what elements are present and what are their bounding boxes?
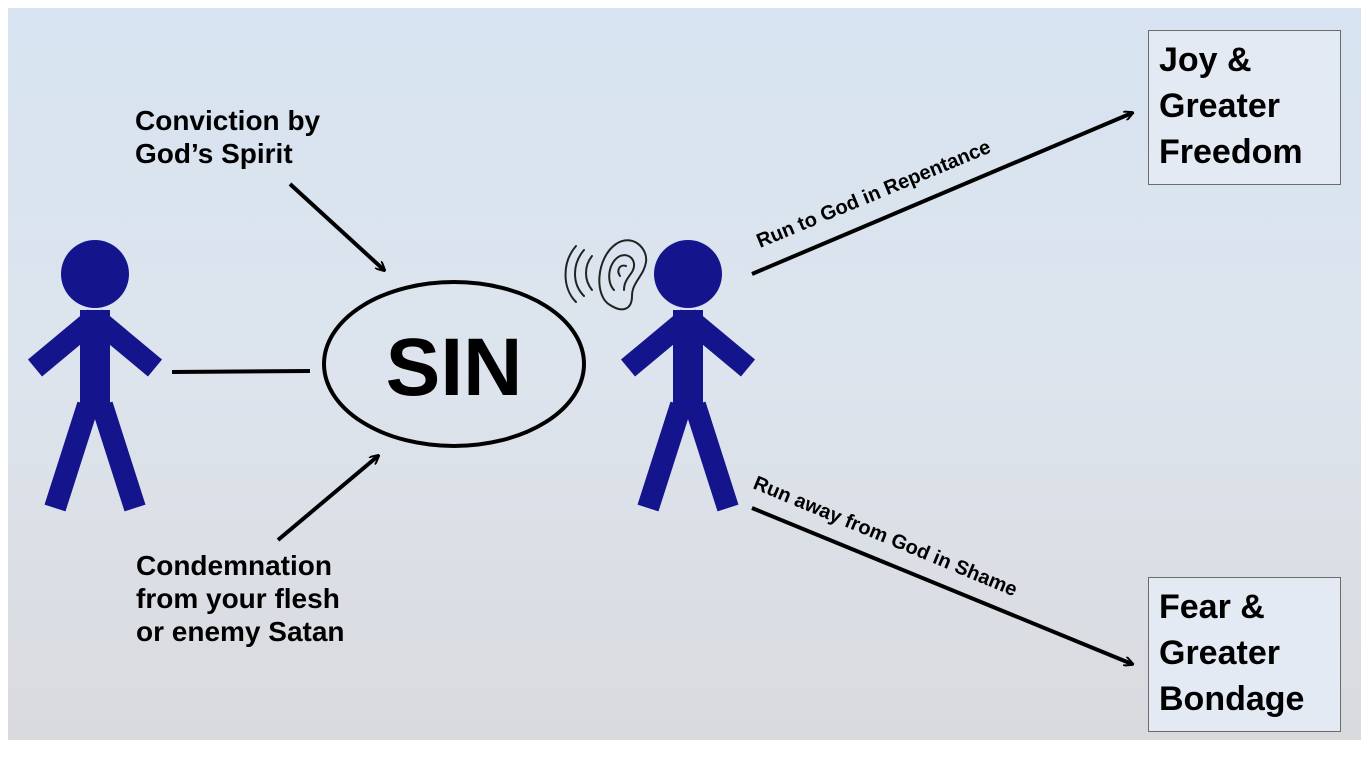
sin-ellipse <box>322 280 586 448</box>
condemnation-arrow-icon <box>276 456 378 542</box>
outcome-fear-line-3: Bondage <box>1159 680 1305 718</box>
outcome-joy-line-2: Greater <box>1159 87 1280 125</box>
outcome-joy-line-3: Freedom <box>1159 133 1303 171</box>
shame-arrow-icon <box>751 506 1132 664</box>
repentance-arrow-icon <box>751 113 1132 276</box>
conviction-line-2: God’s Spirit <box>135 138 293 169</box>
outcome-joy-line-1: Joy & <box>1159 41 1252 79</box>
condemnation-line-3: or enemy Satan <box>136 616 345 647</box>
repentance-arrow-label: Run to God in Repentance <box>753 136 993 252</box>
outcome-joy-box: Joy & Greater Freedom <box>1148 30 1341 185</box>
outcome-fear-box: Fear & Greater Bondage <box>1148 577 1341 732</box>
condemnation-label: Condemnation from your flesh or enemy Sa… <box>136 549 345 648</box>
condemnation-line-2: from your flesh <box>136 583 340 614</box>
left-person-stick-figure-icon <box>27 240 163 512</box>
ear-listening-icon <box>564 239 648 311</box>
connector-line <box>171 369 311 374</box>
conviction-arrow-icon <box>288 182 384 270</box>
shame-arrow-label: Run away from God in Shame <box>750 472 1020 601</box>
condemnation-line-1: Condemnation <box>136 550 332 581</box>
sin-label: SIN <box>386 322 523 413</box>
conviction-line-1: Conviction by <box>135 105 321 136</box>
conviction-label: Conviction by God’s Spirit <box>135 104 320 170</box>
outcome-fear-line-1: Fear & <box>1159 588 1265 626</box>
outcome-fear-line-2: Greater <box>1159 634 1280 672</box>
right-person-stick-figure-icon <box>620 240 756 512</box>
